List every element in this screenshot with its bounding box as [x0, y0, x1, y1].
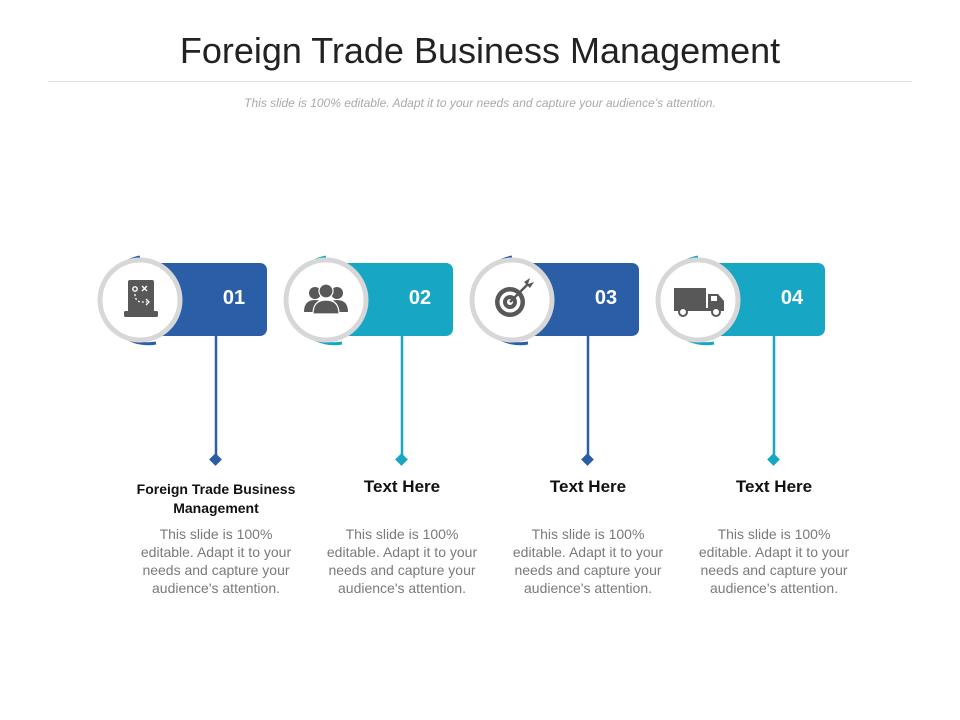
step-2-heading: Text Here: [363, 477, 441, 496]
step-3: 03 Text Here This slide is 100% editable…: [488, 0, 688, 720]
slide-subtitle: This slide is 100% editable. Adapt it to…: [244, 96, 716, 110]
step-4-number: 04: [780, 287, 804, 309]
step-4: 04 Text Here This slide is 100% editable…: [674, 0, 874, 720]
title-divider: [48, 81, 912, 82]
step-2-body: This slide is 100% editable. Adapt it to…: [326, 526, 478, 596]
step-1-body: This slide is 100% editable. Adapt it to…: [140, 526, 292, 596]
step-1-diamond: [209, 453, 222, 466]
slide-title: Foreign Trade Business Management: [179, 30, 781, 71]
step-4-body: This slide is 100% editable. Adapt it to…: [698, 526, 850, 596]
strategy-board-icon: [124, 280, 158, 317]
step-3-number: 03: [594, 287, 618, 309]
target-arrow-icon: [495, 278, 534, 317]
step-2: 02 Text Here This slide is 100% editable…: [302, 0, 502, 720]
step-3-body: This slide is 100% editable. Adapt it to…: [512, 526, 664, 596]
step-4-heading: Text Here: [735, 477, 813, 496]
step-1-number: 01: [222, 287, 246, 309]
people-group-icon: [304, 283, 348, 315]
step-1-heading: Foreign Trade Business Management: [136, 481, 296, 516]
step-3-heading: Text Here: [549, 477, 627, 496]
delivery-truck-icon: [674, 288, 724, 317]
step-1: 01 Foreign Trade Business Management Thi…: [116, 0, 316, 720]
step-2-number: 02: [408, 287, 432, 309]
step-1-shape: [97, 255, 267, 466]
step-2-diamond: [395, 453, 408, 466]
